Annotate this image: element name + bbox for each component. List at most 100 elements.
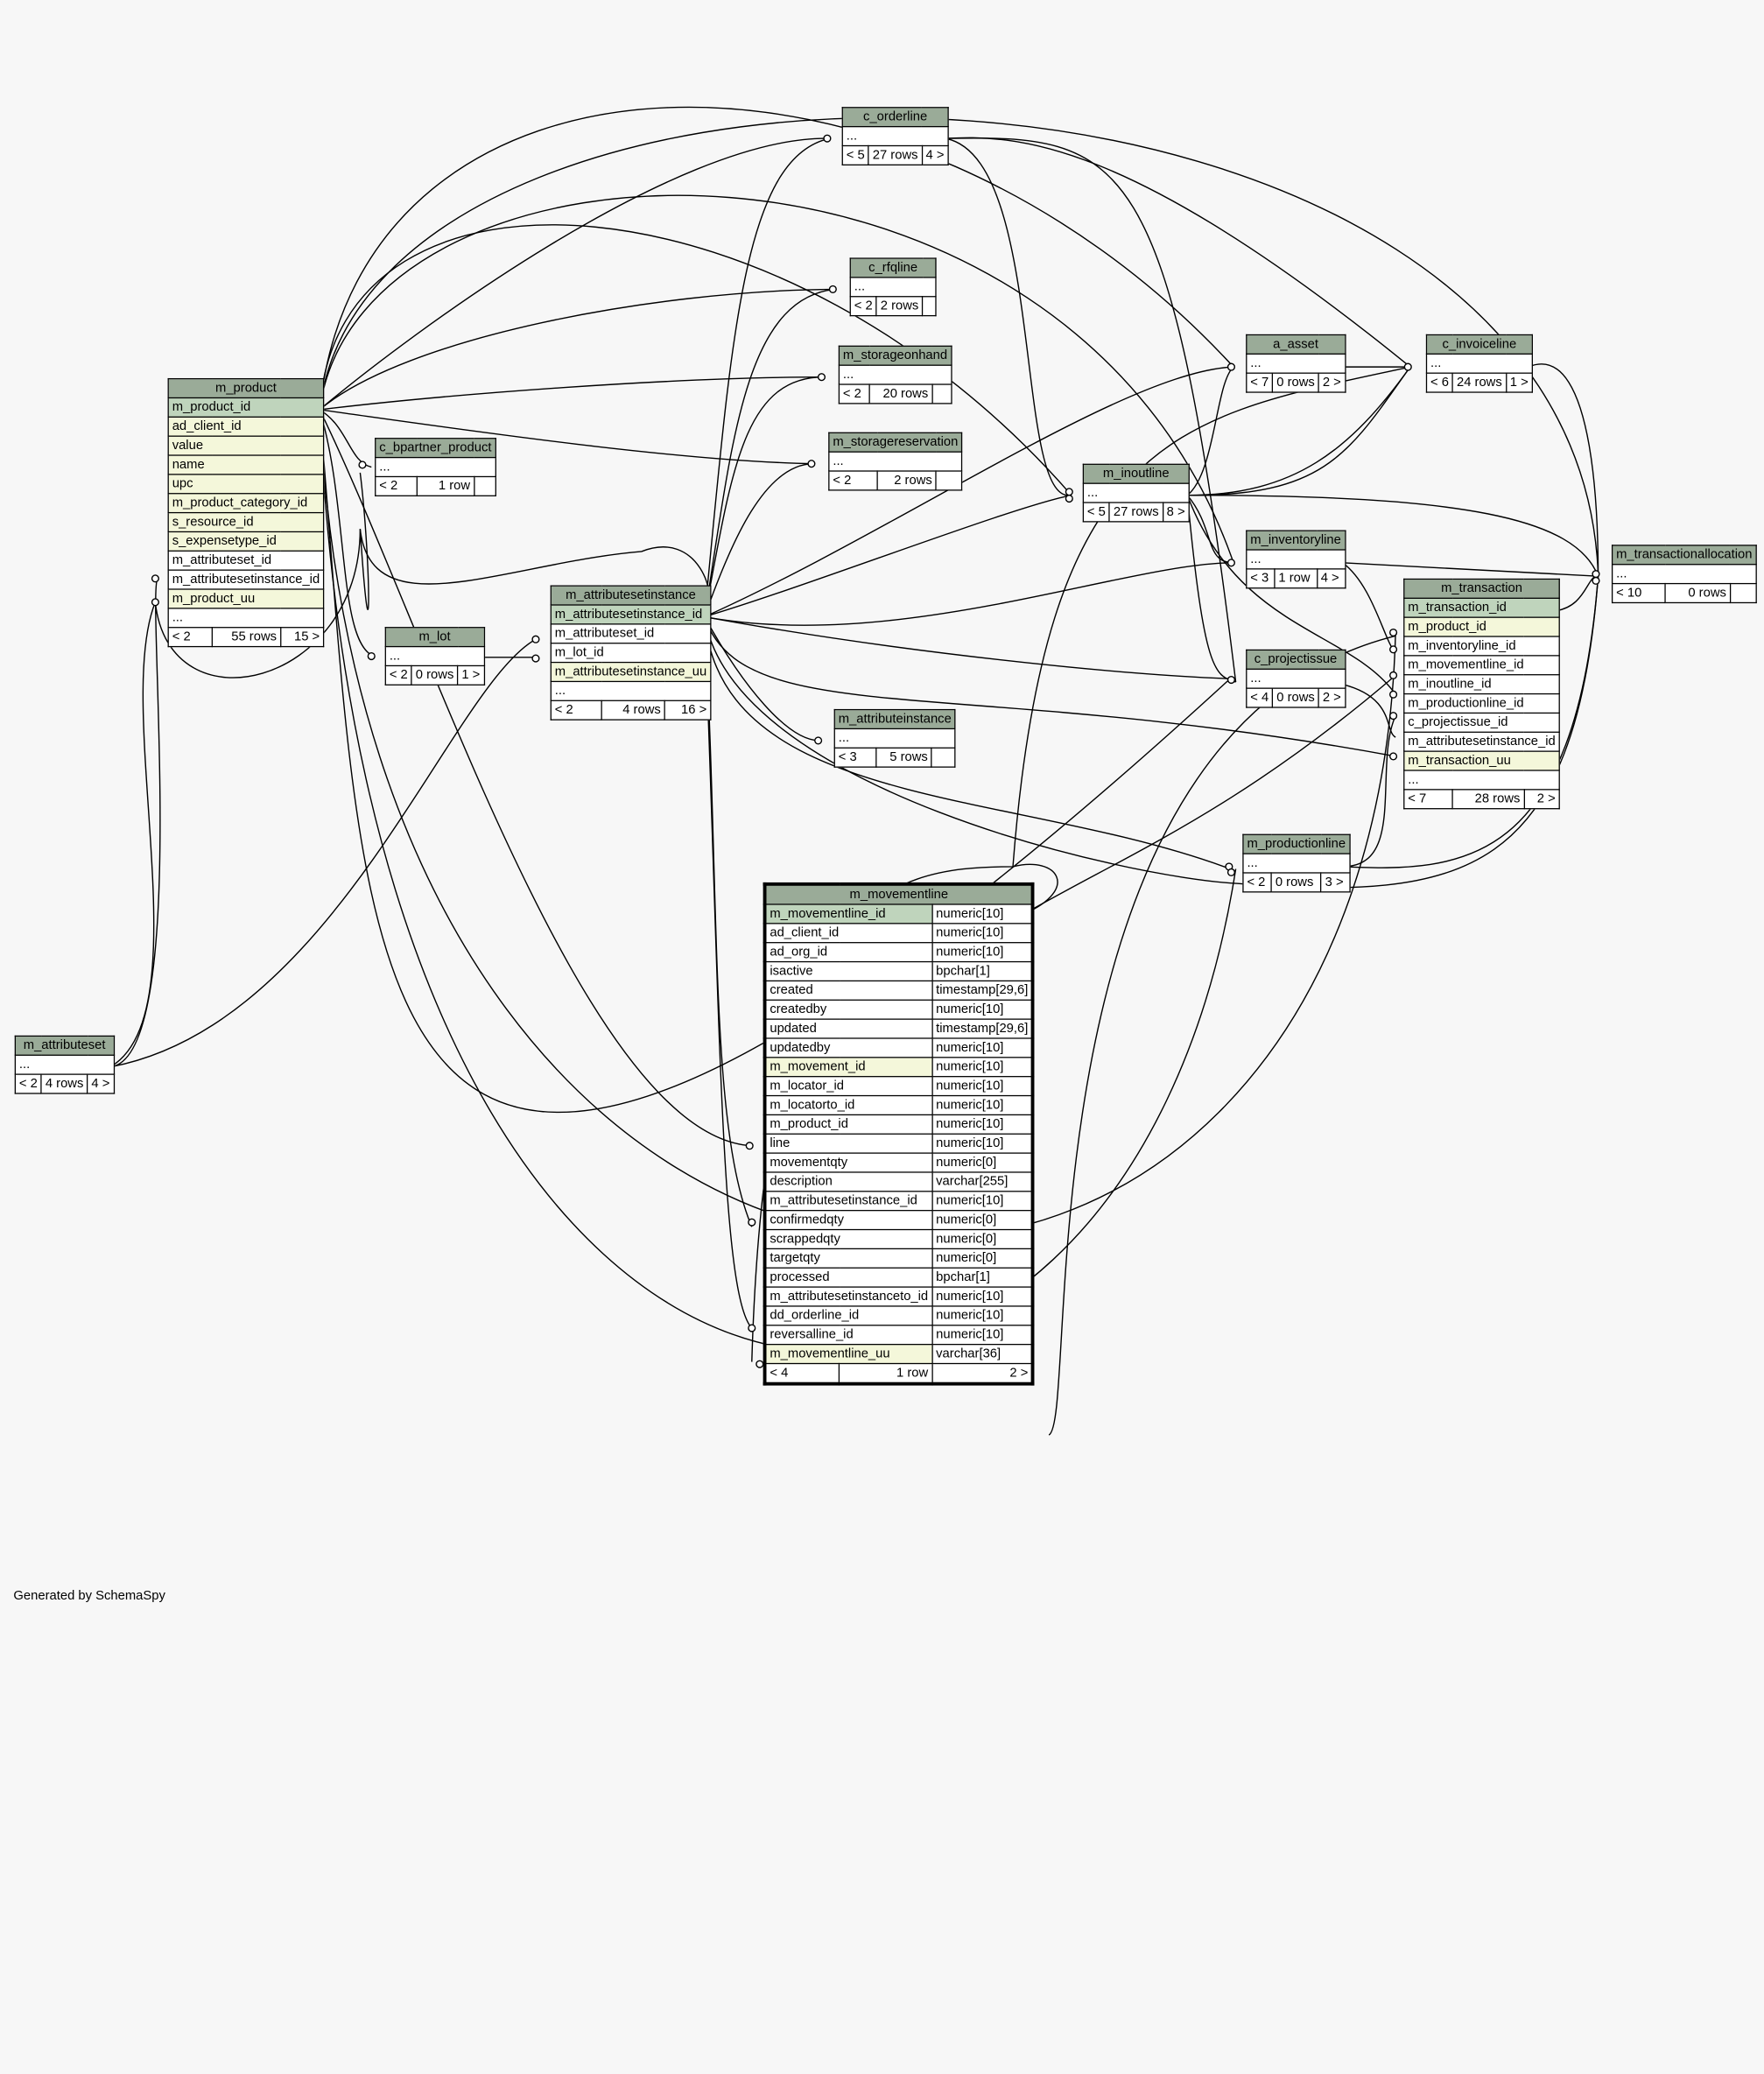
row-count: 1 row — [838, 1362, 933, 1385]
row-count: 1 row — [416, 475, 475, 496]
children-count[interactable] — [1729, 582, 1757, 604]
children-count[interactable]: 4 > — [921, 144, 949, 165]
children-count[interactable] — [922, 296, 937, 317]
children-count[interactable]: 4 > — [87, 1073, 115, 1094]
column-row: ... — [1425, 353, 1533, 374]
parents-count[interactable]: < 4 — [1246, 687, 1274, 708]
table-title: m_storagereservation — [828, 432, 963, 453]
children-count[interactable]: 3 > — [1320, 872, 1351, 893]
row-count: 2 rows — [876, 470, 937, 491]
column-name: targetqty — [763, 1248, 933, 1269]
parents-count[interactable]: < 2 — [1242, 872, 1272, 893]
column-row: ... — [167, 608, 325, 629]
children-count[interactable]: 16 > — [664, 700, 712, 721]
parents-count[interactable]: < 5 — [841, 144, 869, 165]
parents-count[interactable]: < 4 — [763, 1362, 840, 1385]
parents-count[interactable]: < 7 — [1246, 372, 1274, 393]
table-title: m_storageonhand — [838, 345, 952, 366]
children-count[interactable]: 1 > — [457, 664, 485, 685]
children-count[interactable]: 15 > — [279, 627, 325, 648]
column-row: m_attributesetinstance_id — [167, 569, 325, 590]
column-name: m_movement_id — [763, 1057, 933, 1078]
parents-count[interactable]: < 10 — [1611, 582, 1666, 604]
column-type: numeric[0] — [931, 1152, 1034, 1173]
parents-count[interactable]: < 2 — [14, 1073, 42, 1094]
table-title: m_inoutline — [1082, 463, 1190, 484]
parents-count[interactable]: < 2 — [849, 296, 877, 317]
column-name: m_movementline_uu — [763, 1344, 933, 1365]
parents-count[interactable]: < 2 — [167, 627, 213, 648]
row-count: 4 rows — [40, 1073, 88, 1094]
column-type: timestamp[29,6] — [931, 980, 1034, 1001]
parents-count[interactable]: < 7 — [1403, 789, 1453, 810]
table-title: m_attributesetinstance — [550, 585, 712, 606]
parents-count[interactable]: < 5 — [1082, 502, 1111, 523]
children-count[interactable] — [931, 747, 956, 768]
column-row: m_productionline_id — [1403, 693, 1560, 714]
parents-count[interactable]: < 2 — [550, 700, 602, 721]
table-m-transaction[interactable]: m_transaction m_transaction_id m_product… — [1403, 578, 1560, 810]
column-row: ... — [375, 456, 496, 478]
row-count: 20 rows — [868, 383, 933, 404]
parents-count[interactable]: < 6 — [1425, 372, 1454, 393]
column-type: bpchar[1] — [931, 960, 1034, 982]
children-count[interactable] — [931, 383, 952, 404]
children-count[interactable] — [935, 470, 963, 491]
column-row: m_product_category_id — [167, 493, 325, 514]
children-count[interactable]: 2 > — [1523, 789, 1560, 810]
children-count[interactable]: 8 > — [1162, 502, 1190, 523]
column-row: ... — [838, 364, 952, 385]
column-name: dd_orderline_id — [763, 1305, 933, 1326]
row-count: 27 rows — [868, 144, 923, 165]
table-m-product[interactable]: m_product m_product_id ad_client_id valu… — [167, 377, 325, 648]
column-row: ... — [1246, 668, 1346, 689]
parents-count[interactable]: < 3 — [833, 747, 877, 768]
children-count[interactable]: 2 > — [1318, 687, 1346, 708]
children-count[interactable]: 2 > — [1318, 372, 1346, 393]
parents-count[interactable]: < 2 — [384, 664, 412, 685]
column-row: upc — [167, 474, 325, 495]
table-title: m_transactionallocation — [1611, 545, 1757, 566]
column-row: m_product_id — [167, 397, 325, 418]
children-count[interactable]: 4 > — [1316, 568, 1346, 589]
column-row: m_product_uu — [167, 588, 325, 609]
column-name: createdby — [763, 999, 933, 1020]
parents-count[interactable]: < 2 — [828, 470, 878, 491]
parents-count[interactable]: < 2 — [838, 383, 871, 404]
column-row: m_movementline_id — [1403, 655, 1560, 676]
column-row: ... — [1611, 564, 1757, 585]
children-count[interactable]: 1 > — [1505, 372, 1533, 393]
parents-count[interactable]: < 3 — [1246, 568, 1276, 589]
footer-credit: Generated by SchemaSpy — [13, 1589, 165, 1603]
table-m-attributesetinstance[interactable]: m_attributesetinstance m_attributesetins… — [550, 585, 712, 721]
column-row: s_resource_id — [167, 511, 325, 533]
column-type: numeric[10] — [931, 999, 1034, 1020]
parents-count[interactable]: < 2 — [375, 475, 418, 496]
column-row: m_attributeset_id — [167, 550, 325, 571]
children-count[interactable]: 2 > — [931, 1362, 1034, 1385]
column-row: ... — [1246, 353, 1346, 374]
column-type: varchar[255] — [931, 1171, 1034, 1192]
children-count[interactable] — [473, 475, 496, 496]
